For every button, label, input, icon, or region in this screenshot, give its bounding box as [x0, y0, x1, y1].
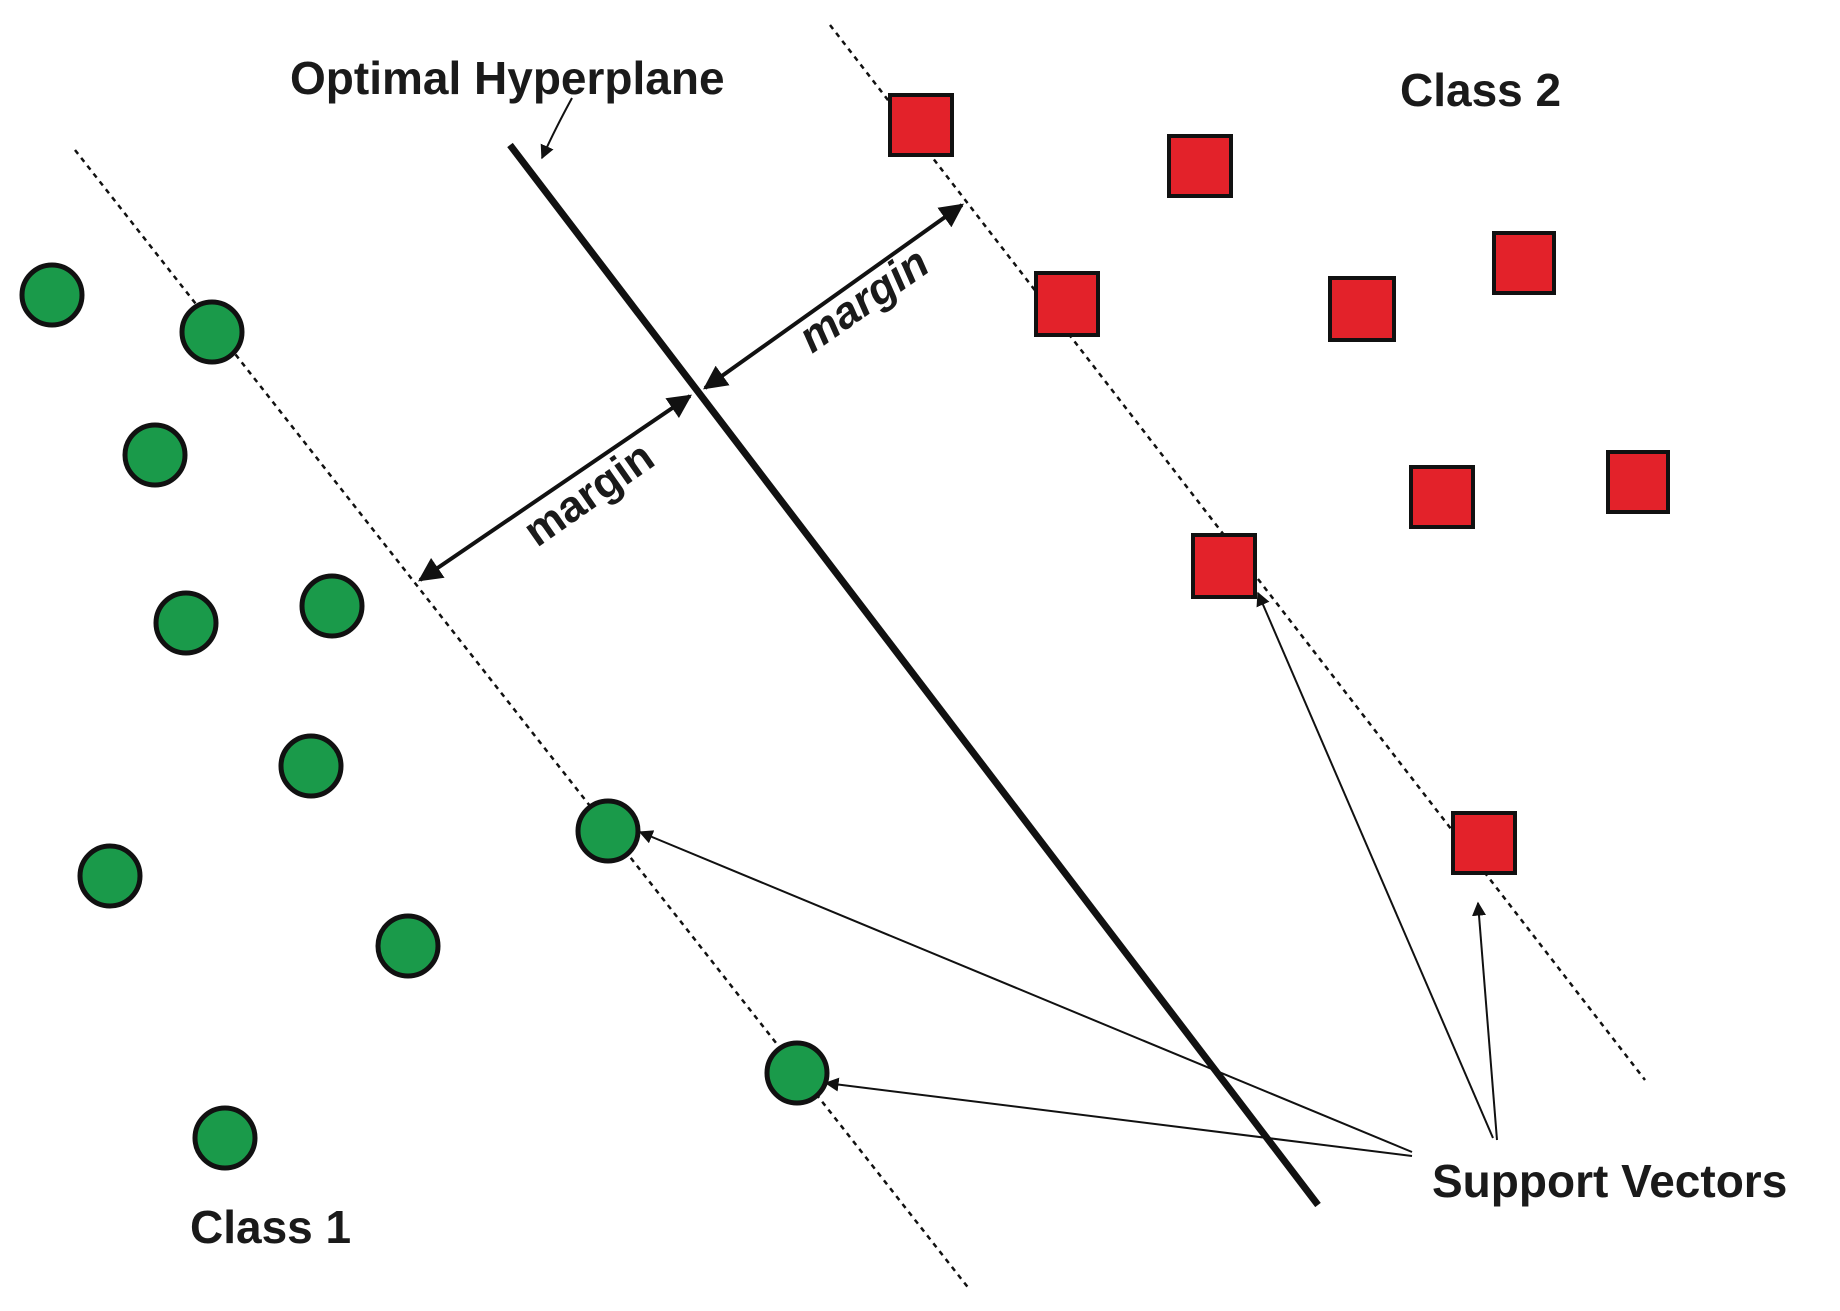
support-vectors-label: Support Vectors — [1432, 1155, 1787, 1207]
hyperplane-label-pointer — [540, 97, 573, 160]
class-2-point — [1167, 134, 1233, 198]
class-1-point — [278, 733, 344, 799]
support-vector-pointer-square-middle — [1256, 591, 1494, 1139]
class-1-points — [19, 262, 830, 1171]
class-2-support-vector — [1191, 533, 1257, 599]
class-2-point — [1606, 450, 1670, 514]
class-1-point — [153, 590, 219, 656]
class-2-point — [1492, 231, 1556, 295]
support-vector-pointer-square-lower — [1472, 901, 1498, 1141]
class-2-point — [1409, 465, 1475, 529]
support-vector-pointer-circle-upper — [638, 830, 1413, 1153]
class-1-point — [299, 573, 365, 639]
class-1-point — [122, 422, 188, 488]
optimal-hyperplane-label: Optimal Hyperplane — [290, 52, 725, 104]
class-2-point — [888, 93, 954, 157]
margin-arrow-right — [703, 203, 964, 390]
class-1-label: Class 1 — [190, 1201, 351, 1253]
support-vector-pointer-circle-lower — [824, 1077, 1413, 1157]
class-1-point — [375, 913, 441, 979]
class-1-point — [77, 843, 143, 909]
class-1-point — [179, 299, 245, 365]
class-1-point — [192, 1105, 258, 1171]
margin-label-left: margin — [515, 432, 663, 556]
optimal-hyperplane-line — [507, 142, 1321, 1208]
class-1-point — [19, 262, 85, 328]
class-2-support-vector — [1034, 271, 1100, 337]
class-2-point — [1328, 276, 1396, 342]
margin-label-right: margin — [790, 238, 938, 362]
class-2-margin-boundary — [829, 24, 1646, 1081]
class-2-support-vector — [1451, 811, 1517, 875]
margin-arrow-left — [418, 394, 692, 582]
class-1-support-vector — [575, 798, 641, 864]
class-1-support-vector — [764, 1040, 830, 1106]
class-2-label: Class 2 — [1400, 64, 1561, 116]
class-2-points — [888, 93, 1670, 875]
